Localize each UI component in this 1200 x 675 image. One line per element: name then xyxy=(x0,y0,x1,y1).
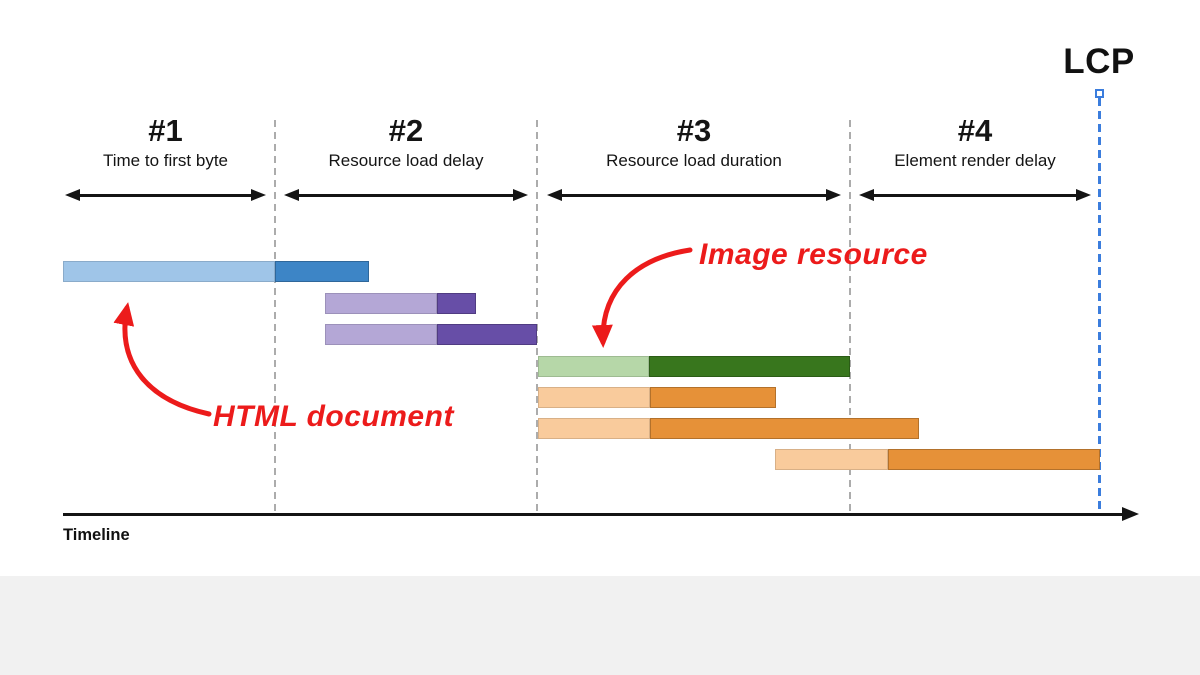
annotation-html-document: HTML document xyxy=(213,400,454,433)
script-bar-dark-segment xyxy=(650,418,919,439)
stylesheet-bar-light-segment xyxy=(325,293,437,314)
stylesheet-bar-dark-segment xyxy=(437,324,537,345)
image-bar-light-segment xyxy=(538,356,649,377)
document-bar-light-segment xyxy=(63,261,275,282)
phase-divider-3 xyxy=(849,120,851,515)
arrow-line xyxy=(865,194,1085,197)
script-bar-dark-segment xyxy=(888,449,1100,470)
phase-range-arrow-icon xyxy=(859,189,1091,202)
stylesheet-bar xyxy=(325,293,476,314)
stylesheet-bar xyxy=(325,324,537,345)
html-document-arrow-icon xyxy=(113,302,212,417)
phase-label: Resource load duration xyxy=(606,151,782,170)
arrowhead-right-icon xyxy=(826,189,841,201)
arrow-line xyxy=(553,194,835,197)
timeline-axis xyxy=(63,513,1124,516)
lcp-marker-square xyxy=(1094,89,1104,98)
script-bar-light-segment xyxy=(538,418,650,439)
image-bar-dark-segment xyxy=(649,356,850,377)
phase-number: #2 xyxy=(388,113,424,148)
script-bar-dark-segment xyxy=(650,387,776,408)
phase-label: Resource load delay xyxy=(328,151,484,170)
arrowhead-left-icon xyxy=(859,189,874,201)
phase-range-arrow-icon xyxy=(547,189,841,202)
timeline-label: Timeline xyxy=(63,526,130,544)
timeline-axis-arrowhead-icon xyxy=(1122,507,1139,521)
script-bar-light-segment xyxy=(775,449,888,470)
phase-label: Element render delay xyxy=(894,151,1056,170)
script-bar-light-segment xyxy=(538,387,650,408)
arrow-line xyxy=(290,194,522,197)
phase-range-arrow-icon xyxy=(65,189,266,202)
annotation-image-resource: Image resource xyxy=(699,238,928,271)
arrowhead-right-icon xyxy=(251,189,266,201)
legend: DocumentStylesheetScriptImage xyxy=(0,576,1200,675)
phase-divider-2 xyxy=(536,120,538,515)
phase-range-arrow-icon xyxy=(284,189,528,202)
arrowhead-left-icon xyxy=(547,189,562,201)
arrowhead-left-icon xyxy=(65,189,80,201)
script-bar xyxy=(775,449,1100,470)
image-resource-arrow-icon xyxy=(591,247,693,348)
phase-number: #4 xyxy=(957,113,993,148)
arrowhead-right-icon xyxy=(513,189,528,201)
phase-number: #1 xyxy=(148,113,183,148)
document-bar xyxy=(63,261,369,282)
image-bar xyxy=(538,356,850,377)
lcp-dashed-line xyxy=(1097,98,1101,515)
stylesheet-bar-light-segment xyxy=(325,324,437,345)
script-bar xyxy=(538,387,776,408)
phase-label: Time to first byte xyxy=(102,151,228,170)
phase-number: #3 xyxy=(676,113,712,148)
lcp-title: LCP xyxy=(1063,42,1135,81)
script-bar xyxy=(538,418,919,439)
phase-divider-1 xyxy=(274,120,276,515)
arrow-line xyxy=(71,194,260,197)
arrowhead-right-icon xyxy=(1076,189,1091,201)
arrowhead-left-icon xyxy=(284,189,299,201)
document-bar-dark-segment xyxy=(275,261,369,282)
stylesheet-bar-dark-segment xyxy=(437,293,476,314)
